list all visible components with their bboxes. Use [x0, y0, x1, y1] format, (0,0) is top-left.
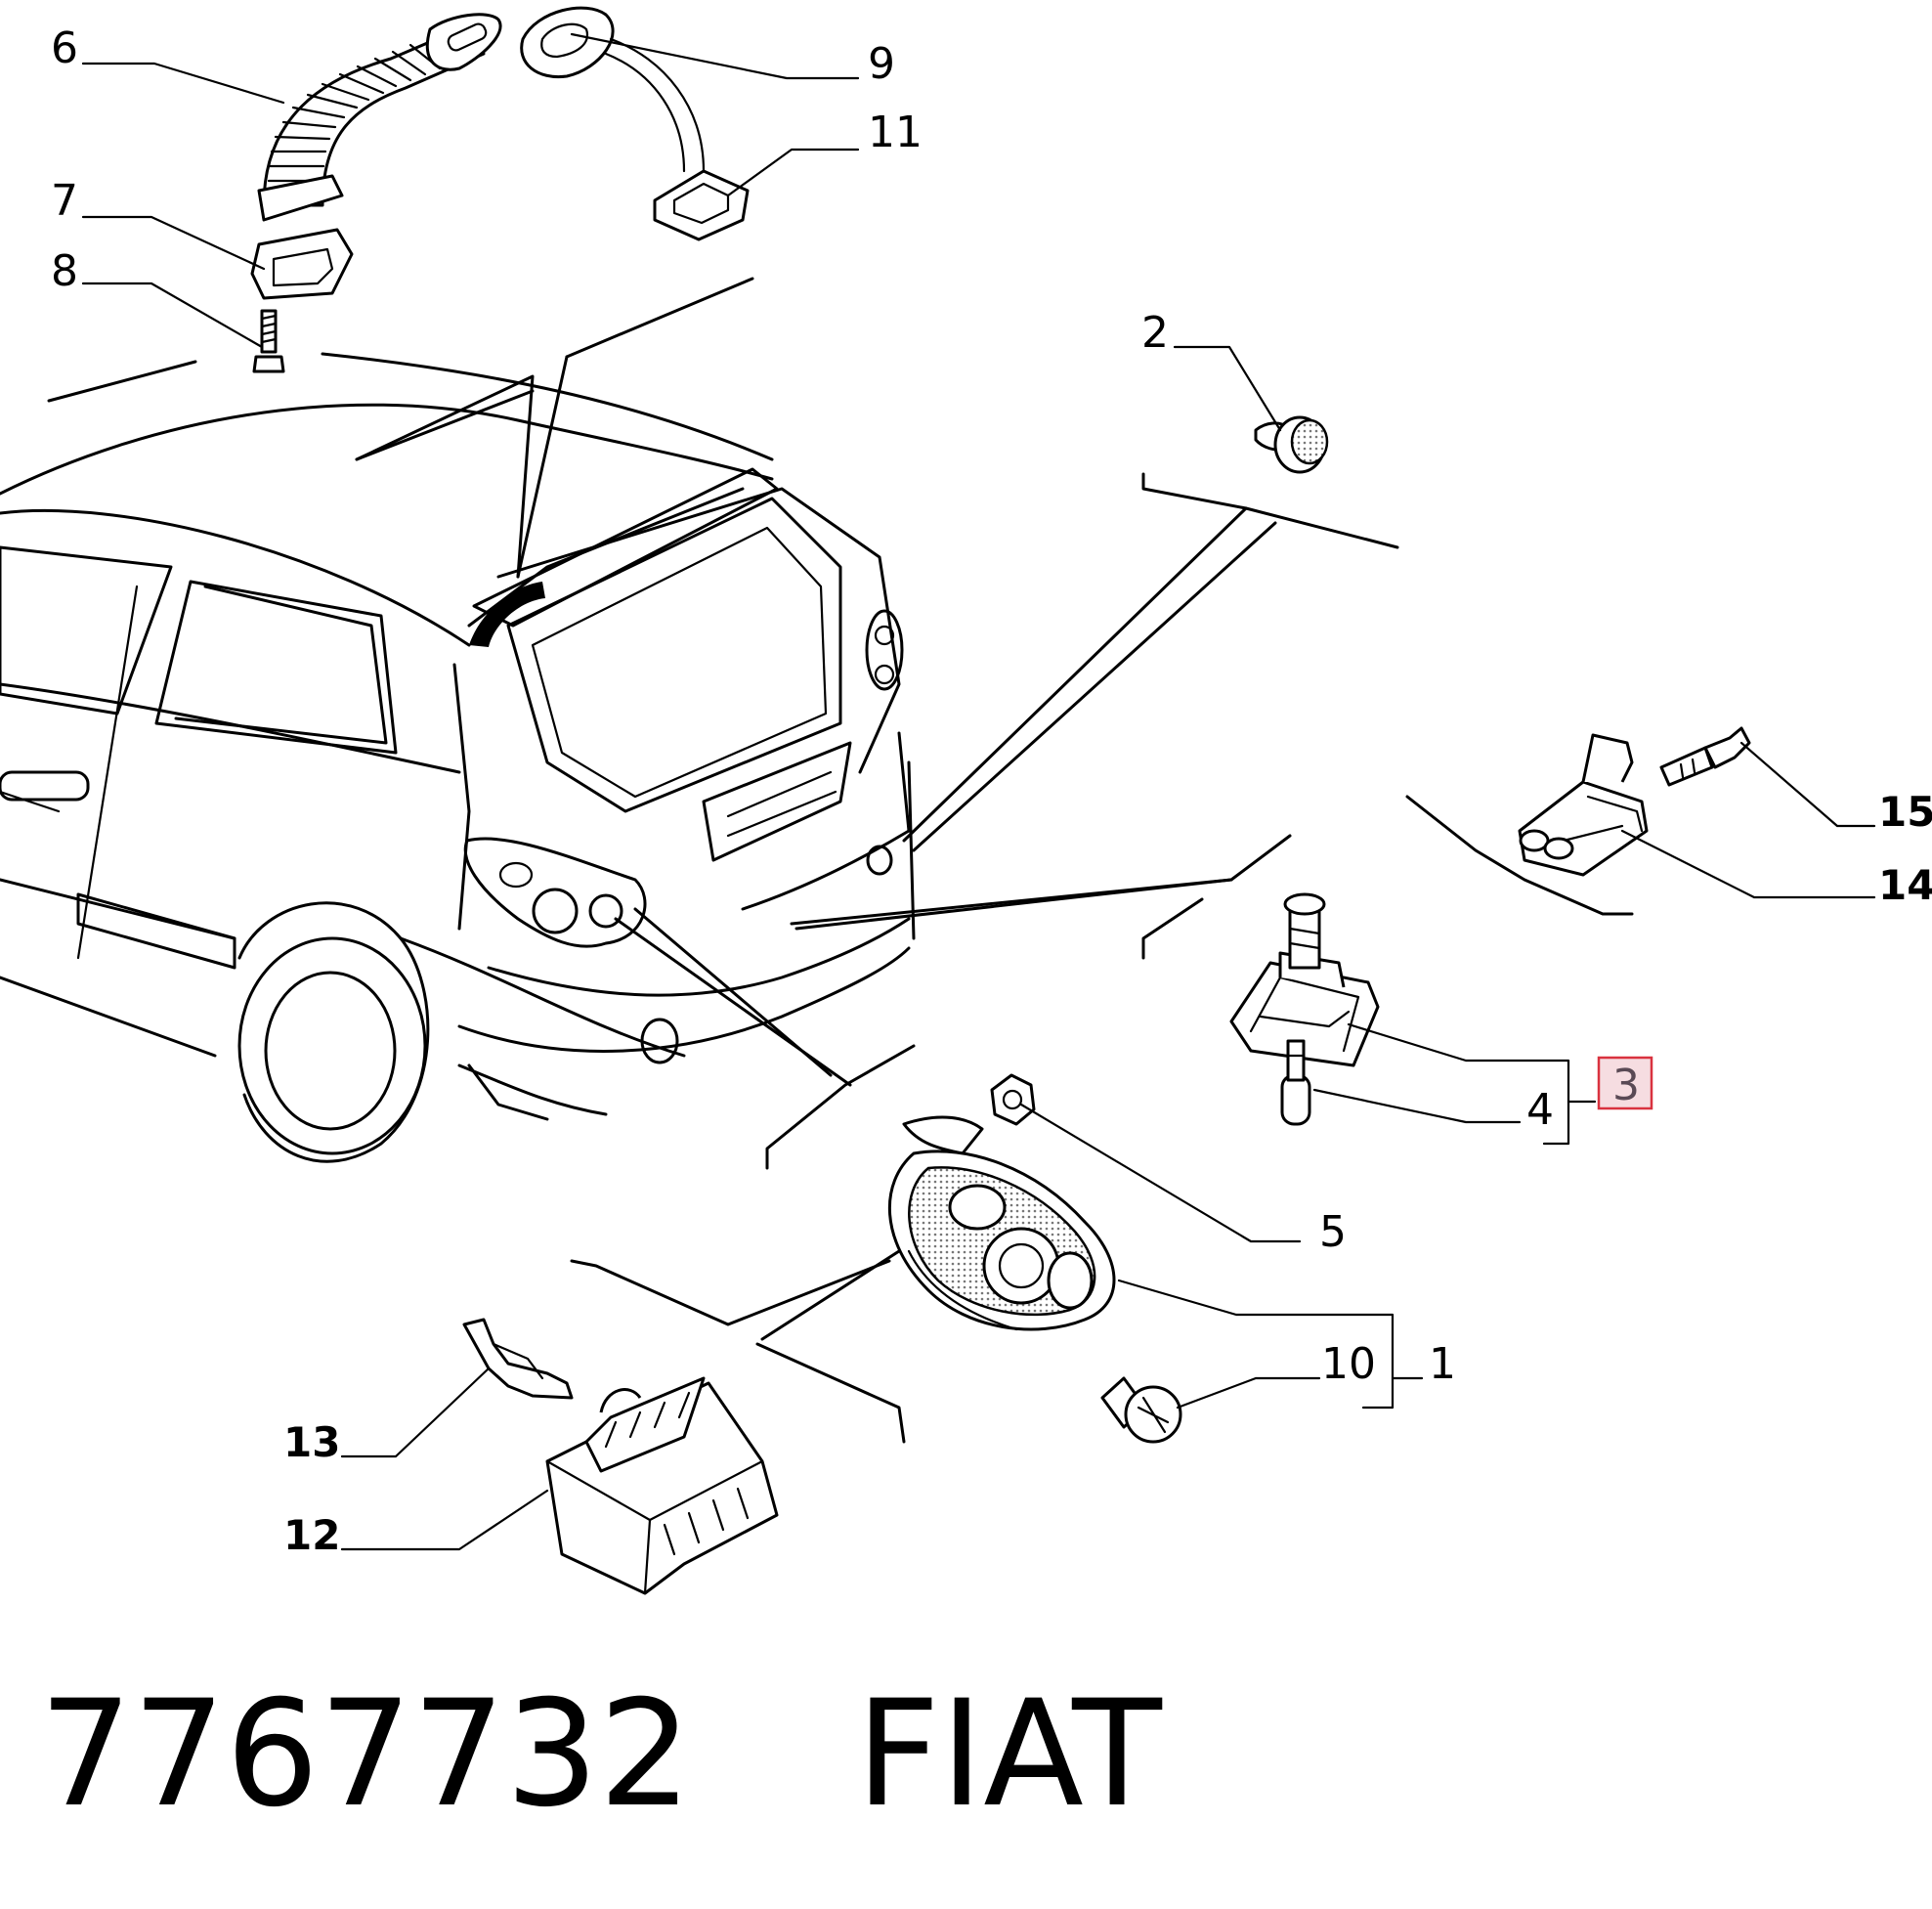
part-1-tail-light: [887, 1115, 1116, 1331]
part-12-connector-block: [545, 1376, 779, 1595]
callout-4: 4: [1526, 1085, 1554, 1135]
callout-2: 2: [1141, 308, 1169, 358]
callout-1: 1: [1429, 1339, 1456, 1389]
callout-11: 11: [868, 108, 923, 157]
part-15-terminal: [1659, 726, 1751, 787]
car-body-outline: [0, 352, 916, 1163]
part-9-lamp-housing: [520, 6, 706, 173]
part-5-nut: [990, 1073, 1036, 1126]
part-10-bulb: [1100, 1376, 1182, 1444]
callout-14: 14: [1878, 861, 1932, 909]
callout-3-highlight: 3: [1597, 1056, 1653, 1110]
part-7-gasket: [250, 228, 354, 300]
callout-10: 10: [1321, 1339, 1376, 1389]
part-3-license-lamp: [1229, 892, 1380, 1067]
callout-15: 15: [1878, 788, 1932, 836]
part-number: 7767732: [39, 1670, 693, 1840]
callout-6: 6: [51, 23, 78, 73]
part-4-wedge-bulb: [1280, 1039, 1311, 1126]
group-leader-lines: [570, 472, 1634, 1444]
part-caption: 7767732 FIAT: [39, 1671, 1162, 1838]
part-14-connector: [1518, 733, 1649, 877]
callout-13: 13: [283, 1418, 340, 1466]
callout-8: 8: [51, 246, 78, 296]
callout-7: 7: [51, 176, 78, 226]
part-8-screw: [252, 309, 285, 373]
callout-5: 5: [1319, 1207, 1347, 1257]
part-13-terminal-clip: [462, 1318, 574, 1400]
part-11-cap: [653, 169, 750, 241]
brand-name: FIAT: [855, 1670, 1162, 1840]
callout-leaders: [81, 32, 1876, 1551]
callout-3: 3: [1612, 1061, 1640, 1110]
callout-9: 9: [868, 39, 895, 89]
callout-labels: 6 7 8 9 11 2 15 14 4 3 5 10 1 13 12: [51, 23, 1932, 1559]
roof-harness-route: [355, 277, 754, 647]
callout-12: 12: [283, 1511, 340, 1559]
part-6-corrugated-tube: [257, 13, 502, 222]
part-2-grommet: [1254, 415, 1329, 474]
